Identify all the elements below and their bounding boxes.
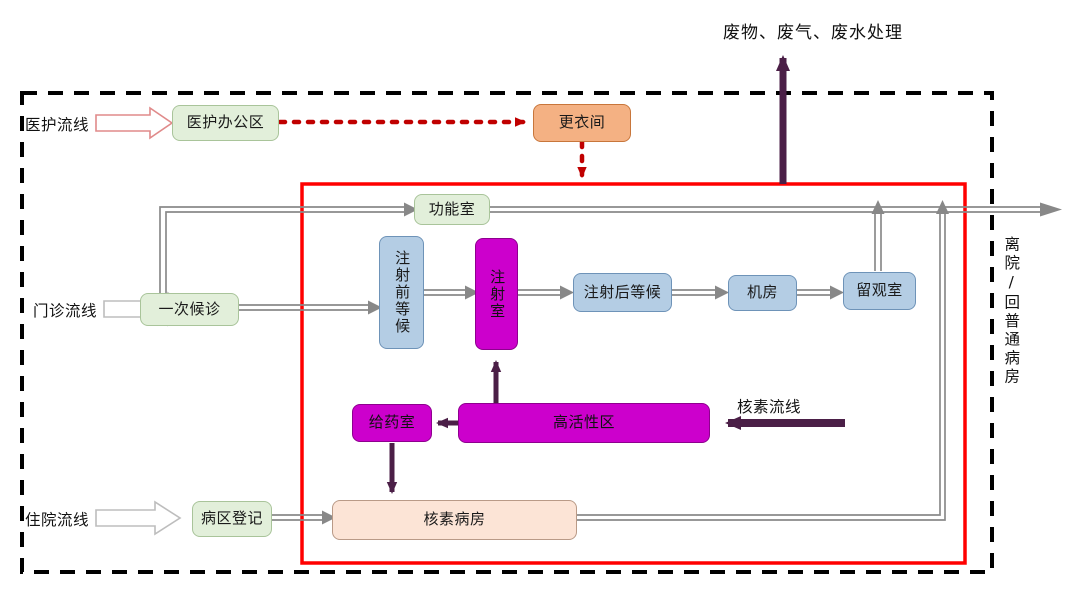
exit-label: 离院/回普通病房	[1002, 236, 1021, 387]
node-injection-room[interactable]: 注射室	[475, 238, 518, 350]
node-function-room[interactable]: 功能室	[414, 194, 490, 225]
waste-treatment-label: 废物、废气、废水处理	[723, 23, 903, 43]
node-high-activity-zone-label: 高活性区	[552, 413, 615, 432]
staff-flow-label: 医护流线	[25, 116, 90, 134]
node-changing-room[interactable]: 更衣间	[533, 104, 631, 142]
node-observation-room-label: 留观室	[856, 281, 903, 300]
node-observation-room[interactable]: 留观室	[843, 272, 916, 310]
node-staff-office[interactable]: 医护办公区	[172, 105, 279, 141]
node-pre-injection-waiting-label: 注射前等候	[393, 250, 412, 335]
nuclide-flow-lines	[386, 360, 845, 494]
node-post-injection-waiting-label: 注射后等候	[583, 282, 662, 301]
node-high-activity-zone[interactable]: 高活性区	[458, 403, 710, 443]
node-drug-room[interactable]: 给药室	[352, 404, 432, 442]
node-pre-injection-waiting[interactable]: 注射前等候	[379, 236, 424, 349]
node-changing-room-label: 更衣间	[558, 113, 606, 132]
outpatient-flow-label: 门诊流线	[33, 302, 98, 320]
node-first-waiting-label: 一次候诊	[158, 299, 221, 318]
node-injection-room-label: 注射室	[488, 268, 507, 320]
node-first-waiting[interactable]: 一次候诊	[140, 293, 239, 326]
staff-dotted-route	[277, 117, 587, 179]
node-machine-room[interactable]: 机房	[728, 275, 797, 311]
nuclide-flow-label: 核素流线	[737, 398, 802, 416]
node-nuclide-ward[interactable]: 核素病房	[332, 500, 577, 540]
node-post-injection-waiting[interactable]: 注射后等候	[573, 273, 672, 312]
patient-flow-lines	[159, 206, 1040, 521]
staff-flow-arrow	[95, 106, 174, 140]
node-ward-registration[interactable]: 病区登记	[192, 501, 272, 537]
node-function-room-label: 功能室	[428, 199, 476, 218]
node-nuclide-ward-label: 核素病房	[423, 510, 486, 529]
inpatient-flow-arrow	[95, 500, 182, 536]
node-drug-room-label: 给药室	[368, 413, 416, 432]
node-machine-room-label: 机房	[746, 283, 778, 302]
controlled-zone-border	[300, 182, 967, 565]
patient-flow-arrowheads	[322, 200, 1062, 525]
inpatient-flow-label: 住院流线	[25, 511, 90, 529]
node-staff-office-label: 医护办公区	[186, 113, 265, 132]
site-boundary	[20, 91, 994, 574]
node-ward-registration-label: 病区登记	[200, 509, 263, 528]
